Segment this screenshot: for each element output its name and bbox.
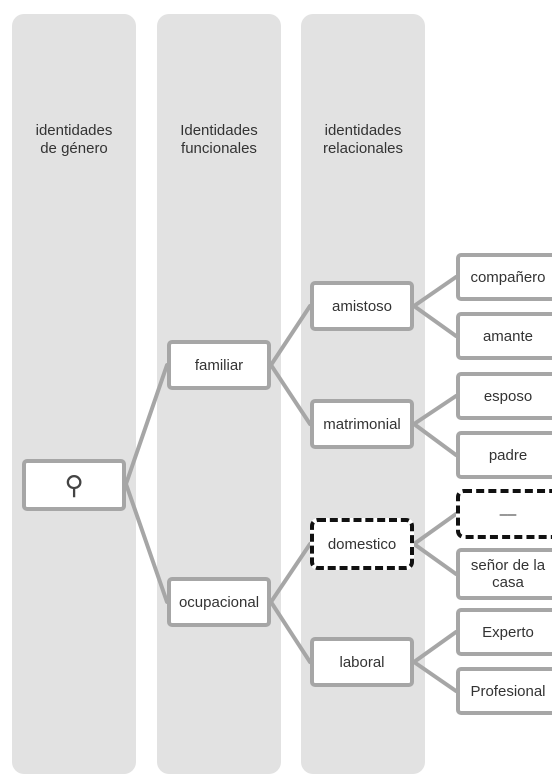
node-ocupacional: ocupacional bbox=[167, 577, 271, 627]
column-title: identidades relacionales bbox=[322, 122, 404, 157]
node-companero: compañero bbox=[456, 253, 552, 301]
link-amistoso-amante bbox=[412, 304, 458, 338]
female-symbol-icon: ⚲ bbox=[64, 470, 84, 500]
node-amistoso: amistoso bbox=[310, 281, 414, 331]
link-laboral-experto bbox=[412, 630, 458, 664]
link-domestico-senor bbox=[412, 542, 458, 576]
link-amistoso-companero bbox=[412, 275, 458, 308]
link-familiar-amistoso bbox=[269, 304, 312, 367]
node-genero-root: ⚲ bbox=[22, 459, 126, 511]
node-experto: Experto bbox=[456, 608, 552, 656]
column-identidades-funcionales: Identidades funcionales bbox=[157, 14, 281, 774]
link-root-ocupacional bbox=[124, 482, 169, 604]
node-laboral: laboral bbox=[310, 637, 414, 687]
link-familiar-matrimonial bbox=[269, 363, 312, 426]
connector-lines bbox=[124, 275, 458, 693]
node-senor-de-la-casa: señor de la casa bbox=[456, 548, 552, 600]
node-esposo: esposo bbox=[456, 372, 552, 420]
node-matrimonial: matrimonial bbox=[310, 399, 414, 449]
column-title: identidades de género bbox=[35, 122, 113, 157]
link-root-familiar bbox=[124, 363, 169, 486]
link-laboral-profesional bbox=[412, 660, 458, 693]
column-title: Identidades funcionales bbox=[180, 122, 258, 157]
link-ocupacional-domestico bbox=[269, 542, 312, 604]
link-matrimonial-esposo bbox=[412, 394, 458, 426]
link-matrimonial-padre bbox=[412, 422, 458, 457]
node-padre: padre bbox=[456, 431, 552, 479]
node-domestico: domestico bbox=[310, 518, 414, 570]
link-ocupacional-laboral bbox=[269, 600, 312, 664]
link-domestico-placeholder bbox=[412, 512, 458, 546]
node-familiar: familiar bbox=[167, 340, 271, 390]
column-identidades-de-genero: identidades de género bbox=[12, 14, 136, 774]
node-placeholder: –– bbox=[456, 489, 552, 539]
node-profesional: Profesional bbox=[456, 667, 552, 715]
node-amante: amante bbox=[456, 312, 552, 360]
